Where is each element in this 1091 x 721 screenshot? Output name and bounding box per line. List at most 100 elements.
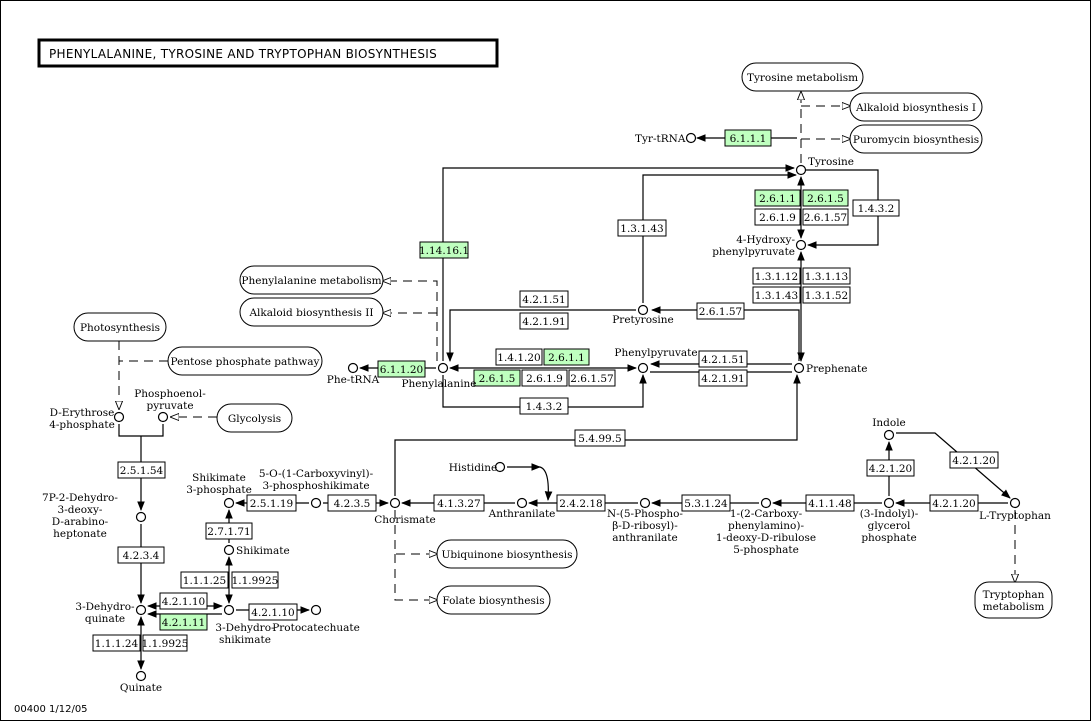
enzyme-box-4-2-1-51[interactable]: 4.2.1.51 <box>698 350 748 368</box>
enzyme-box-4-2-1-20[interactable]: 4.2.1.20 <box>949 451 999 469</box>
enzyme-box-1-1-1-24[interactable]: 1.1.1.24 <box>92 634 141 652</box>
enzyme-box-1-1-9925[interactable]: 1.1.9925 <box>231 571 279 589</box>
pathway-link-p5[interactable]: Alkaloid biosynthesis II <box>239 297 384 327</box>
pathway-link-p9[interactable]: Ubiquinone biosynthesis <box>436 539 578 569</box>
compound-node[interactable] <box>795 164 807 176</box>
compound-pep[interactable]: Phosphoenol-pyruvate <box>134 388 206 423</box>
compound-node[interactable] <box>135 670 147 682</box>
enzyme-box-4-2-1-10[interactable]: 4.2.1.10 <box>248 603 298 621</box>
enzyme-box-1-4-3-2[interactable]: 1.4.3.2 <box>519 397 569 415</box>
compound-node[interactable] <box>685 132 697 144</box>
compound-prephenate[interactable]: Prephenate <box>793 362 868 375</box>
enzyme-box-2-6-1-1[interactable]: 2.6.1.1 <box>543 348 590 366</box>
enzyme-box-1-4-1-20[interactable]: 1.4.1.20 <box>495 348 543 366</box>
compound-indole[interactable]: Indole <box>872 417 906 441</box>
compound-node[interactable] <box>135 604 147 616</box>
enzyme-box-1-1-9925[interactable]: 1.1.9925 <box>142 634 189 652</box>
compound-node[interactable] <box>760 497 772 509</box>
enzyme-box-1-3-1-12[interactable]: 1.3.1.12 <box>752 267 801 285</box>
enzyme-box-4-2-3-4[interactable]: 4.2.3.4 <box>117 546 165 564</box>
enzyme-box-2-6-1-57[interactable]: 2.6.1.57 <box>568 369 616 387</box>
compound-chorismate[interactable]: Chorismate <box>374 497 436 527</box>
compound-node[interactable] <box>494 461 506 473</box>
compound-node[interactable] <box>310 497 322 509</box>
compound-node[interactable] <box>113 411 125 423</box>
compound-node[interactable] <box>1009 497 1021 509</box>
compound-node[interactable] <box>637 362 649 374</box>
compound-dahp[interactable]: 7P-2-Dehydro-3-deoxy-D-arabino-heptonate <box>42 492 147 540</box>
compound-node[interactable] <box>793 362 805 374</box>
compound-anthranilate[interactable]: Anthranilate <box>488 497 556 521</box>
enzyme-box-5-4-99-5[interactable]: 5.4.99.5 <box>574 429 626 447</box>
pathway-link-p6[interactable]: Photosynthesis <box>73 312 167 342</box>
compound-tyrosine[interactable]: Tyrosine <box>795 156 855 176</box>
enzyme-box-4-2-1-20[interactable]: 4.2.1.20 <box>866 459 915 477</box>
pathway-link-p1[interactable]: Tyrosine metabolism <box>741 62 864 92</box>
compound-prant[interactable]: N-(5-Phospho-β-D-ribosyl)-anthranilate <box>607 497 683 545</box>
compound-node[interactable] <box>883 429 895 441</box>
enzyme-box-4-2-3-5[interactable]: 4.2.3.5 <box>327 494 377 512</box>
enzyme-box-2-5-1-54[interactable]: 2.5.1.54 <box>117 461 166 479</box>
enzyme-box-4-2-1-10[interactable]: 4.2.1.10 <box>159 592 208 610</box>
compound-node[interactable] <box>157 411 169 423</box>
compound-quinate[interactable]: Quinate <box>120 670 162 695</box>
compound-node[interactable] <box>135 511 147 523</box>
pathway-link-p3[interactable]: Puromycin biosynthesis <box>849 124 983 154</box>
compound-cdrp[interactable]: 1-(2-Carboxy-phenylamino)-1-deoxy-D-ribu… <box>716 497 816 557</box>
enzyme-box-2-5-1-19[interactable]: 2.5.1.19 <box>246 494 297 512</box>
compound-node[interactable] <box>437 362 449 374</box>
compound-phenylalanine[interactable]: Phenylalanine <box>401 362 477 391</box>
enzyme-box-4-2-1-20[interactable]: 4.2.1.20 <box>929 494 979 512</box>
enzyme-box-2-6-1-5[interactable]: 2.6.1.5 <box>473 369 521 387</box>
compound-phetrna[interactable]: Phe-tRNA <box>327 362 380 387</box>
compound-histidine[interactable]: Histidine <box>449 461 506 474</box>
compound-node[interactable] <box>883 497 895 509</box>
compound-tyrtrna[interactable]: Tyr-tRNA <box>635 132 697 145</box>
compound-dhq[interactable]: 3-Dehydro-quinate <box>75 601 147 625</box>
enzyme-box-6-1-1-1[interactable]: 6.1.1.1 <box>724 129 772 147</box>
enzyme-box-6-1-1-20[interactable]: 6.1.1.20 <box>377 360 426 378</box>
enzyme-box-1-14-16-1[interactable]: 1.14.16.1 <box>419 241 469 259</box>
pathway-link-p4[interactable]: Phenylalanine metabolism <box>239 265 384 295</box>
compound-node[interactable] <box>223 544 235 556</box>
pathway-link-p10[interactable]: Folate biosynthesis <box>436 585 551 615</box>
enzyme-box-2-6-1-57[interactable]: 2.6.1.57 <box>696 302 745 320</box>
compound-node[interactable] <box>223 604 235 616</box>
pathway-link-p2[interactable]: Alkaloid biosynthesis I <box>849 92 983 122</box>
enzyme-box-1-3-1-43[interactable]: 1.3.1.43 <box>752 286 801 304</box>
enzyme-box-4-2-1-91[interactable]: 4.2.1.91 <box>519 312 569 330</box>
enzyme-box-4-1-1-48[interactable]: 4.1.1.48 <box>805 494 855 512</box>
compound-shikimate[interactable]: Shikimate <box>223 544 290 557</box>
compound-hpp[interactable]: 4-Hydroxy-phenylpyruvate <box>712 234 807 258</box>
compound-node[interactable] <box>795 239 807 251</box>
compound-protocat[interactable]: Protocatechuate <box>272 604 360 635</box>
compound-phenylpyruvate[interactable]: Phenylpyruvate <box>614 347 698 374</box>
enzyme-box-2-6-1-9[interactable]: 2.6.1.9 <box>754 208 801 226</box>
enzyme-box-4-2-1-11[interactable]: 4.2.1.11 <box>159 613 208 631</box>
compound-node[interactable] <box>637 304 649 316</box>
compound-epsp[interactable]: 5-O-(1-Carboxyvinyl)-3-phosphoshikimate <box>259 468 374 509</box>
pathway-link-p8[interactable]: Glycolysis <box>216 403 293 433</box>
compound-node[interactable] <box>223 497 235 509</box>
enzyme-box-4-2-1-91[interactable]: 4.2.1.91 <box>698 369 748 387</box>
enzyme-box-4-2-1-51[interactable]: 4.2.1.51 <box>519 290 569 308</box>
compound-trp[interactable]: L-Tryptophan <box>979 497 1051 523</box>
enzyme-box-5-3-1-24[interactable]: 5.3.1.24 <box>681 494 731 512</box>
enzyme-box-1-3-1-13[interactable]: 1.3.1.13 <box>802 267 851 285</box>
compound-pretyrosine[interactable]: Pretyrosine <box>612 304 674 327</box>
enzyme-box-2-6-1-1[interactable]: 2.6.1.1 <box>754 189 801 207</box>
enzyme-box-2-4-2-18[interactable]: 2.4.2.18 <box>556 494 606 512</box>
compound-node[interactable] <box>516 497 528 509</box>
enzyme-box-1-3-1-52[interactable]: 1.3.1.52 <box>802 286 851 304</box>
enzyme-box-2-6-1-9[interactable]: 2.6.1.9 <box>521 369 568 387</box>
compound-node[interactable] <box>389 497 401 509</box>
compound-node[interactable] <box>310 604 322 616</box>
compound-dhs[interactable]: 3-Dehydro-shikimate <box>215 604 275 647</box>
enzyme-box-1-3-1-43[interactable]: 1.3.1.43 <box>617 219 667 237</box>
enzyme-box-1-1-1-25[interactable]: 1.1.1.25 <box>180 571 229 589</box>
enzyme-box-4-1-3-27[interactable]: 4.1.3.27 <box>433 494 485 512</box>
